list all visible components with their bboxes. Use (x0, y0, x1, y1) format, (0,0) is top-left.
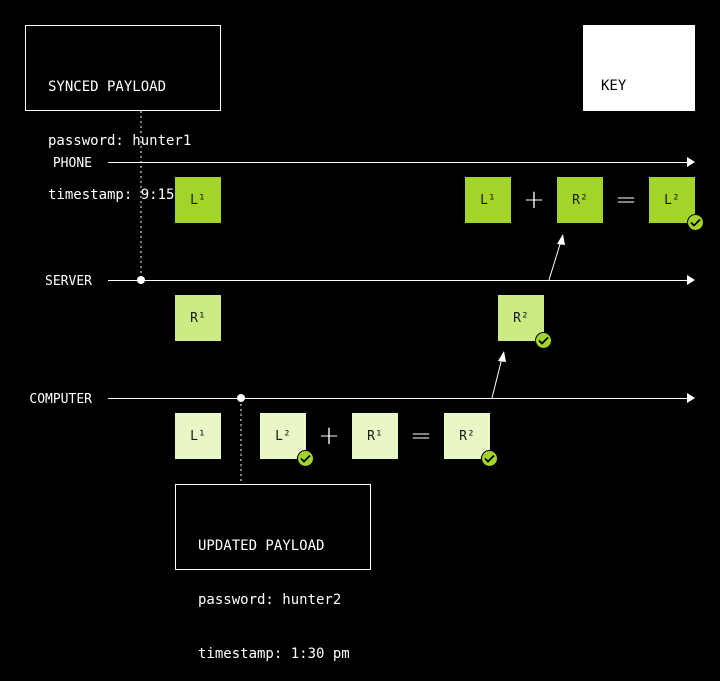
lane-label-server: SERVER (45, 274, 92, 289)
lane-label-phone: PHONE (52, 156, 92, 171)
server-sync-dot (137, 276, 145, 284)
synced-payload-password: password: hunter1 (48, 133, 192, 149)
lane-line-computer (108, 398, 688, 399)
phone-tile-l1: L¹ (175, 177, 221, 223)
computer-plus-operator: + (318, 421, 340, 451)
phone-merge-tile-r2: R² (557, 177, 603, 223)
key-title: KEY (601, 78, 627, 94)
lane-arrow-server (687, 275, 695, 285)
phone-equals-operator: = (615, 185, 637, 215)
server-to-phone-arrow (548, 240, 562, 281)
lane-label-computer: COMPUTER (29, 392, 92, 407)
lane-line-phone (108, 162, 688, 163)
computer-merge-tile-r1: R¹ (352, 413, 398, 459)
computer-l2-check-icon (297, 450, 314, 467)
phone-result-tile-l2: L² (649, 177, 695, 223)
computer-update-dot (237, 394, 245, 402)
key-box: KEY L: Local R: Remote (583, 25, 695, 202)
computer-result-tile-r2: R² (444, 413, 490, 459)
server-tile-r2: R² (498, 295, 544, 341)
lane-arrow-computer (687, 393, 695, 403)
updated-payload-password: password: hunter2 (198, 592, 342, 608)
lane-arrow-phone (687, 157, 695, 167)
computer-to-server-arrowhead (498, 351, 506, 362)
computer-result-check-icon (481, 450, 498, 467)
phone-result-check-icon (687, 214, 704, 231)
computer-tile-l2: L² (260, 413, 306, 459)
synced-payload-title: SYNCED PAYLOAD (48, 79, 167, 95)
synced-payload-box: SYNCED PAYLOAD password: hunter1 timesta… (25, 25, 221, 203)
server-r2-check-icon (535, 332, 552, 349)
computer-equals-operator: = (410, 421, 432, 451)
phone-plus-operator: + (523, 185, 545, 215)
updated-payload-box: UPDATED PAYLOAD password: hunter2 timest… (175, 484, 371, 662)
lane-line-server (108, 280, 688, 281)
updated-payload-timestamp: timestamp: 1:30 pm (198, 646, 350, 662)
computer-tile-l1: L¹ (175, 413, 221, 459)
phone-merge-tile-l1: L¹ (465, 177, 511, 223)
computer-to-server-arrow (491, 357, 503, 399)
updated-payload-title: UPDATED PAYLOAD (198, 538, 325, 554)
server-to-phone-arrowhead (557, 234, 565, 245)
key-local: L: Local (601, 132, 669, 148)
server-tile-r1: R¹ (175, 295, 221, 341)
